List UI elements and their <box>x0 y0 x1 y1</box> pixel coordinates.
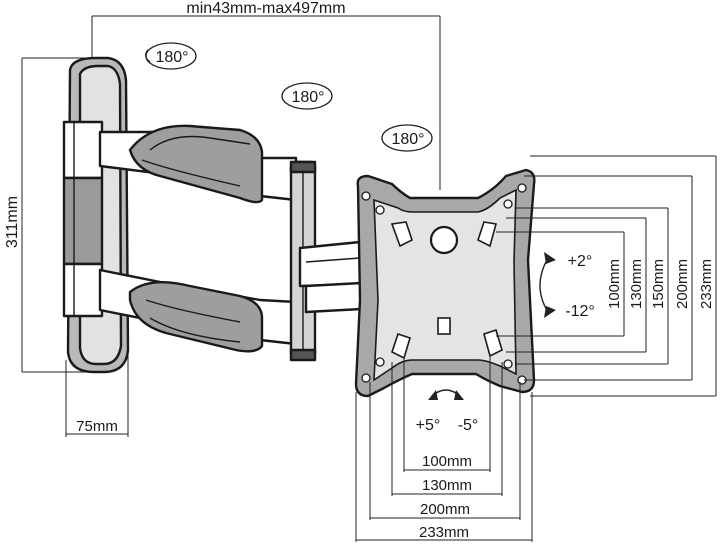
rotation-badge-wall: 180° <box>145 42 197 70</box>
tilt-down-label: -12° <box>565 303 595 320</box>
wall-plate-height-dimension: 311mm <box>4 57 90 373</box>
rotation-label-wall: 180° <box>155 49 188 66</box>
vertical-dimensions: 100mm 130mm 150mm 200mm 233mm <box>496 155 717 397</box>
wall-plate-depth-dimension: 75mm <box>65 340 129 437</box>
rotation-badge-head: 180° <box>381 124 433 152</box>
rotation-label-head: 180° <box>391 131 424 148</box>
vesa-plate <box>354 168 536 398</box>
vertical-dim-233: 233mm <box>698 259 715 309</box>
rotation-label-elbow: 180° <box>291 89 324 106</box>
extension-label: min43mm-max497mm <box>186 0 345 17</box>
tilt-indicator: +2° -12° <box>539 252 595 320</box>
tilt-up-label: +2° <box>568 253 593 270</box>
horizontal-dim-100: 100mm <box>422 453 472 470</box>
rotation-badge-elbow: 180° <box>281 82 333 110</box>
wall-plate-depth-label: 75mm <box>76 418 118 435</box>
upper-arm <box>98 124 298 204</box>
extension-dimension: min43mm-max497mm <box>91 0 441 190</box>
vertical-dim-200: 200mm <box>674 259 691 309</box>
swivel-left-label: +5° <box>416 417 441 434</box>
swivel-right-label: -5° <box>458 417 479 434</box>
wall-plate-height-label: 311mm <box>4 196 21 248</box>
horizontal-dimensions: 100mm 130mm 200mm 233mm <box>355 356 533 542</box>
lower-arm <box>98 268 298 353</box>
swivel-indicator: +5° -5° <box>416 389 479 434</box>
horizontal-dim-233: 233mm <box>419 524 469 541</box>
horizontal-dim-200: 200mm <box>420 501 470 518</box>
horizontal-dim-130: 130mm <box>422 477 472 494</box>
wall-plate <box>62 56 130 374</box>
vertical-dim-150: 150mm <box>650 259 667 309</box>
vertical-dim-130: 130mm <box>628 259 645 309</box>
vertical-dim-100: 100mm <box>606 259 623 309</box>
